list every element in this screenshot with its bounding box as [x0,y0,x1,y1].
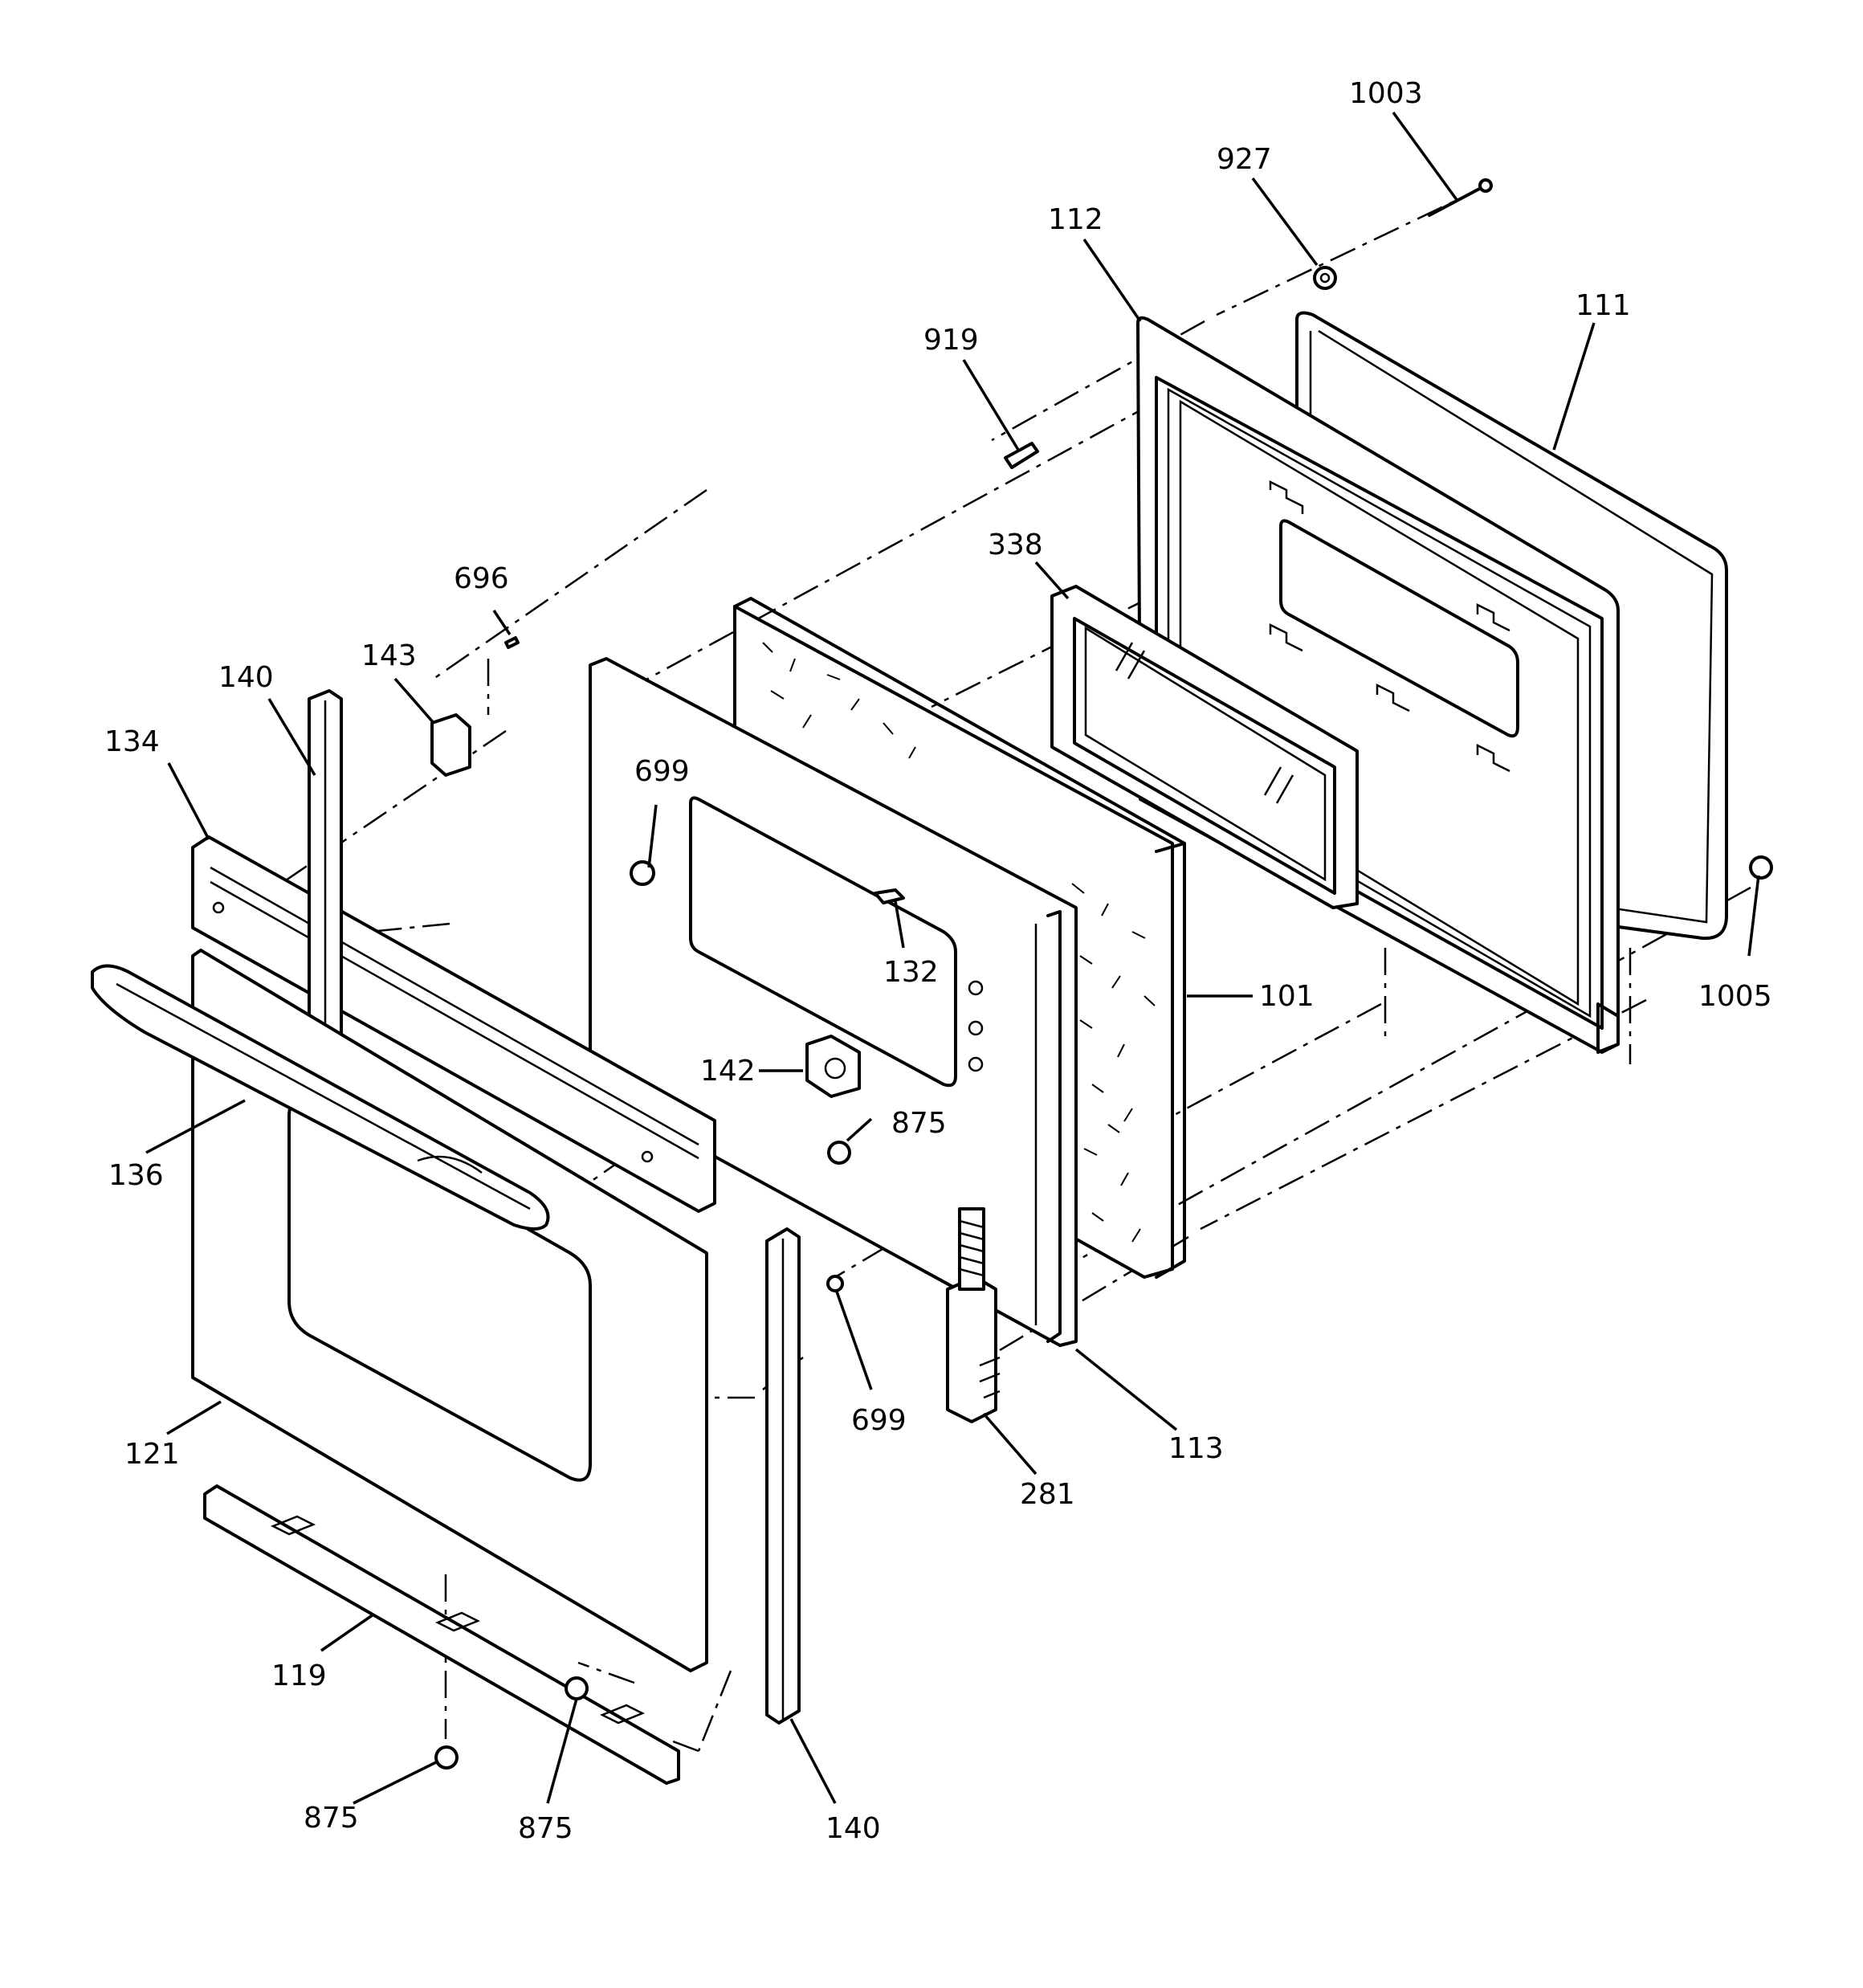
callout-875-center: 875 [891,1107,947,1140]
callout-112: 112 [1048,203,1103,236]
door-label-132 [874,888,905,904]
callout-919: 919 [923,324,979,357]
callout-699-lower: 699 [851,1404,907,1437]
screw-696 [504,636,520,649]
callout-132: 132 [883,956,939,989]
callout-696: 696 [454,562,509,595]
bottom-bracket-119 [203,1484,680,1785]
callout-142: 142 [700,1055,756,1088]
screw-699-upper [630,860,655,886]
callout-1003: 1003 [1349,77,1423,110]
callout-699-upper: 699 [634,755,690,788]
door-handle-136 [91,964,550,1231]
hinge-281 [946,1207,1001,1423]
callout-labels: 1003 927 112 111 919 338 696 143 140 134… [104,77,1772,1845]
lock-bracket-142 [805,1035,861,1098]
hinge-block-143 [430,713,471,777]
callout-281: 281 [1020,1478,1075,1511]
side-trim-140-right [765,1227,801,1725]
door-frame-panel-113 [589,657,1078,1347]
liner-clips [1269,480,1510,773]
washer-927 [1313,266,1337,290]
callout-113: 113 [1168,1432,1224,1465]
screw-1003 [1428,178,1493,217]
screw-699-lower [826,1275,844,1292]
callout-140-bottom: 140 [826,1812,881,1845]
callout-119: 119 [271,1659,327,1692]
window-pack-338 [1050,585,1359,909]
callout-101: 101 [1259,980,1315,1013]
leader-lines [145,111,1760,1805]
screw-875-bottom-mid [565,1676,589,1700]
screw-875-bottom-left [434,1745,459,1770]
callout-875-bottom-mid: 875 [518,1812,573,1845]
callout-134: 134 [104,725,160,758]
callout-111: 111 [1576,289,1631,322]
callout-140-top: 140 [218,661,274,694]
callout-1005: 1005 [1698,980,1772,1013]
screw-875-center [827,1141,851,1165]
callout-143: 143 [361,639,417,672]
screw-1005 [1749,855,1773,880]
insulation-speckle [762,642,1156,1243]
pin-919 [1004,442,1039,469]
side-trim-140-left [308,689,343,1062]
callout-338: 338 [988,529,1043,561]
callout-927: 927 [1217,143,1272,176]
callout-121: 121 [124,1438,180,1471]
callout-875-bottom-left: 875 [304,1802,359,1835]
callout-136: 136 [108,1159,164,1192]
